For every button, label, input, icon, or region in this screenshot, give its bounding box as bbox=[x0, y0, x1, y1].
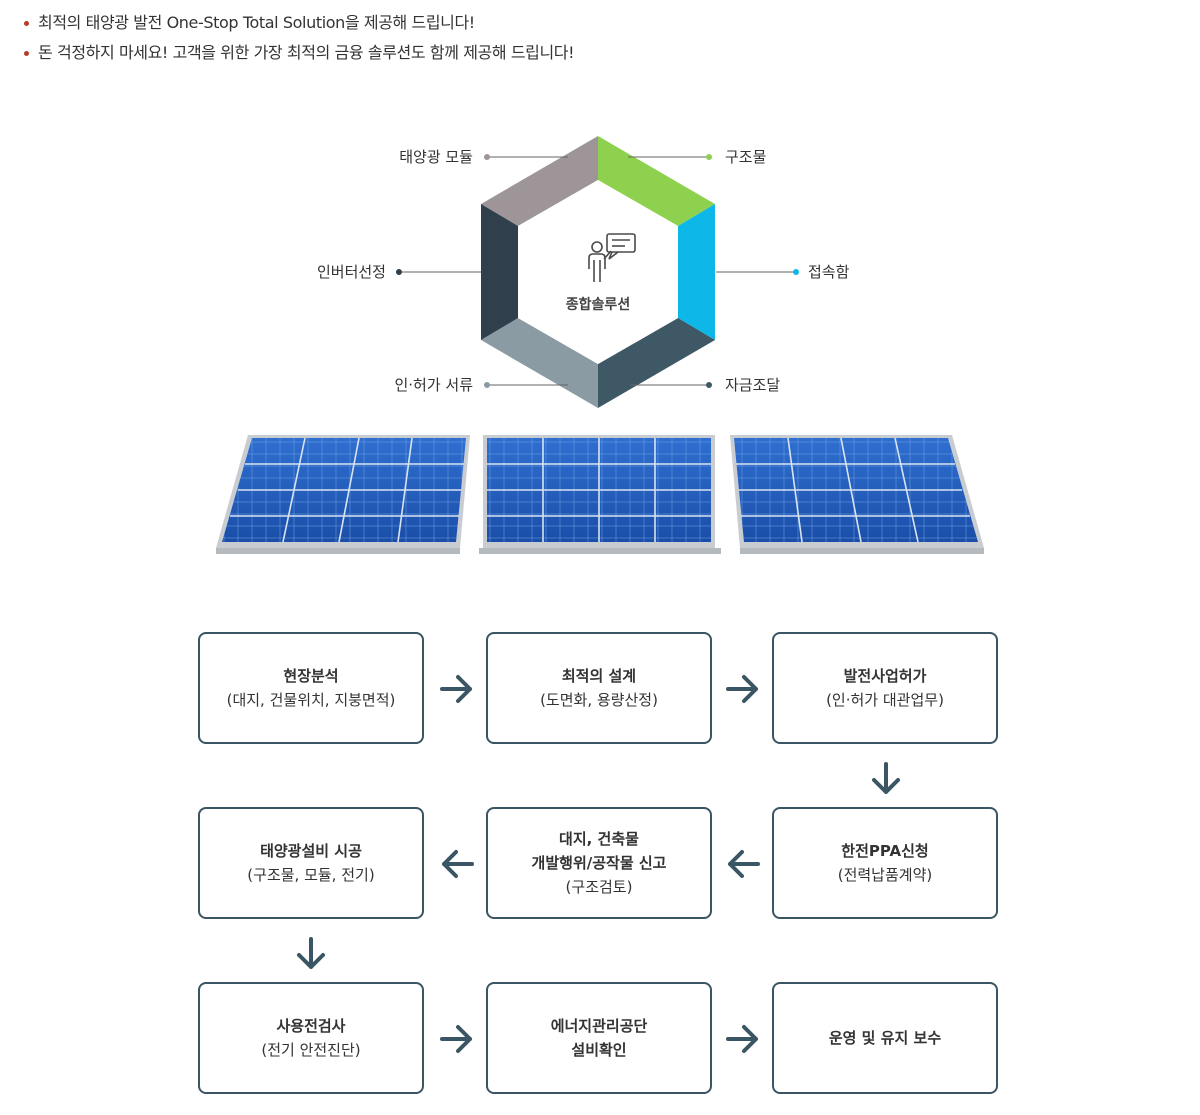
flow-step-operation-maintenance: 운영 및 유지 보수 bbox=[772, 982, 998, 1094]
arrow-right-icon bbox=[440, 675, 472, 703]
step-subtitle: (구조물, 모듈, 전기) bbox=[247, 866, 375, 884]
connector-dot bbox=[706, 154, 712, 160]
step-title: 발전사업허가 bbox=[843, 667, 927, 685]
step-title: 태양광설비 시공 bbox=[260, 842, 362, 860]
solar-panel-icon bbox=[479, 435, 721, 554]
hex-segment-structure bbox=[598, 136, 715, 226]
step-subtitle: (대지, 건물위치, 지붕면적) bbox=[226, 691, 396, 709]
connector-dot bbox=[396, 269, 402, 275]
step-subtitle: (전기 안전진단) bbox=[261, 1041, 361, 1059]
hex-label-inverter: 인버터선정 bbox=[317, 263, 386, 281]
arrow-left-icon bbox=[728, 850, 760, 878]
step-title: 운영 및 유지 보수 bbox=[828, 1029, 942, 1047]
step-subtitle: (전력납품계약) bbox=[837, 866, 933, 884]
step-title: 에너지관리공단 bbox=[550, 1017, 648, 1035]
intro-bullet-list: 최적의 태양광 발전 One-Stop Total Solution을 제공해 … bbox=[24, 8, 575, 68]
flow-step-development-report: 대지, 건축물 개발행위/공작물 신고 (구조검토) bbox=[486, 807, 712, 919]
flow-step-construction: 태양광설비 시공 (구조물, 모듈, 전기) bbox=[198, 807, 424, 919]
process-flow: 현장분석 (대지, 건물위치, 지붕면적) 최적의 설계 (도면화, 용량산정)… bbox=[0, 630, 1200, 1110]
flow-step-business-permit: 발전사업허가 (인·허가 대관업무) bbox=[772, 632, 998, 744]
solution-hexagon-diagram: 종합솔루션 태양광 모듈 구조물 접속함 자금조달 인·허가 서류 인버터선정 bbox=[317, 136, 850, 408]
hex-segment-permit bbox=[481, 318, 598, 408]
hex-label-permit: 인·허가 서류 bbox=[394, 376, 473, 394]
step-title-line2: 설비확인 bbox=[571, 1041, 627, 1059]
arrow-down-icon bbox=[297, 937, 325, 969]
step-subtitle: (인·허가 대관업무) bbox=[826, 691, 944, 709]
connector-dot bbox=[484, 154, 490, 160]
step-title-line2: 개발행위/공작물 신고 bbox=[531, 854, 667, 872]
connector-dot bbox=[484, 382, 490, 388]
arrow-right-icon bbox=[440, 1025, 472, 1053]
intro-bullet: 돈 걱정하지 마세요! 고객을 위한 가장 최적의 금융 솔루션도 함께 제공해… bbox=[24, 38, 575, 68]
hex-inner bbox=[518, 180, 678, 364]
solar-panel-icon bbox=[216, 435, 470, 554]
arrow-right-icon bbox=[726, 675, 758, 703]
step-title: 한전PPA신청 bbox=[841, 842, 929, 860]
bullet-dot-icon bbox=[24, 21, 29, 26]
step-subtitle: (구조검토) bbox=[565, 878, 633, 896]
center-label: 종합솔루션 bbox=[566, 296, 630, 313]
intro-bullet: 최적의 태양광 발전 One-Stop Total Solution을 제공해 … bbox=[24, 8, 574, 38]
hex-segment-inverter bbox=[481, 204, 518, 340]
solar-panels-illustration bbox=[216, 435, 984, 554]
flow-step-pre-use-inspection: 사용전검사 (전기 안전진단) bbox=[198, 982, 424, 1094]
bullet-dot-icon bbox=[24, 51, 29, 56]
step-title: 대지, 건축물 bbox=[559, 830, 639, 848]
hex-label-structure: 구조물 bbox=[725, 148, 766, 166]
connector-dot bbox=[793, 269, 799, 275]
flow-step-ppa-application: 한전PPA신청 (전력납품계약) bbox=[772, 807, 998, 919]
solar-panel-icon bbox=[730, 435, 984, 554]
hex-label-finance: 자금조달 bbox=[725, 376, 780, 394]
step-title: 최적의 설계 bbox=[561, 667, 637, 685]
intro-bullet-text: 최적의 태양광 발전 One-Stop Total Solution을 제공해 … bbox=[38, 13, 475, 32]
hex-label-junction: 접속함 bbox=[808, 263, 850, 281]
flow-step-site-analysis: 현장분석 (대지, 건물위치, 지붕면적) bbox=[198, 632, 424, 744]
arrow-down-icon bbox=[872, 762, 900, 794]
step-title: 사용전검사 bbox=[276, 1017, 346, 1035]
flow-step-energy-agency-check: 에너지관리공단 설비확인 bbox=[486, 982, 712, 1094]
step-title: 현장분석 bbox=[283, 667, 339, 685]
hex-label-module: 태양광 모듈 bbox=[399, 148, 473, 166]
hex-segment-module bbox=[481, 136, 598, 226]
flow-step-design: 최적의 설계 (도면화, 용량산정) bbox=[486, 632, 712, 744]
connector-dot bbox=[706, 382, 712, 388]
presenter-speech-bubble-icon bbox=[588, 233, 636, 282]
hex-segment-junction bbox=[678, 204, 715, 340]
hex-segment-finance bbox=[598, 318, 715, 408]
intro-bullet-text: 돈 걱정하지 마세요! 고객을 위한 가장 최적의 금융 솔루션도 함께 제공해… bbox=[38, 43, 575, 62]
step-subtitle: (도면화, 용량산정) bbox=[540, 691, 658, 709]
arrow-left-icon bbox=[442, 850, 474, 878]
arrow-right-icon bbox=[726, 1025, 758, 1053]
